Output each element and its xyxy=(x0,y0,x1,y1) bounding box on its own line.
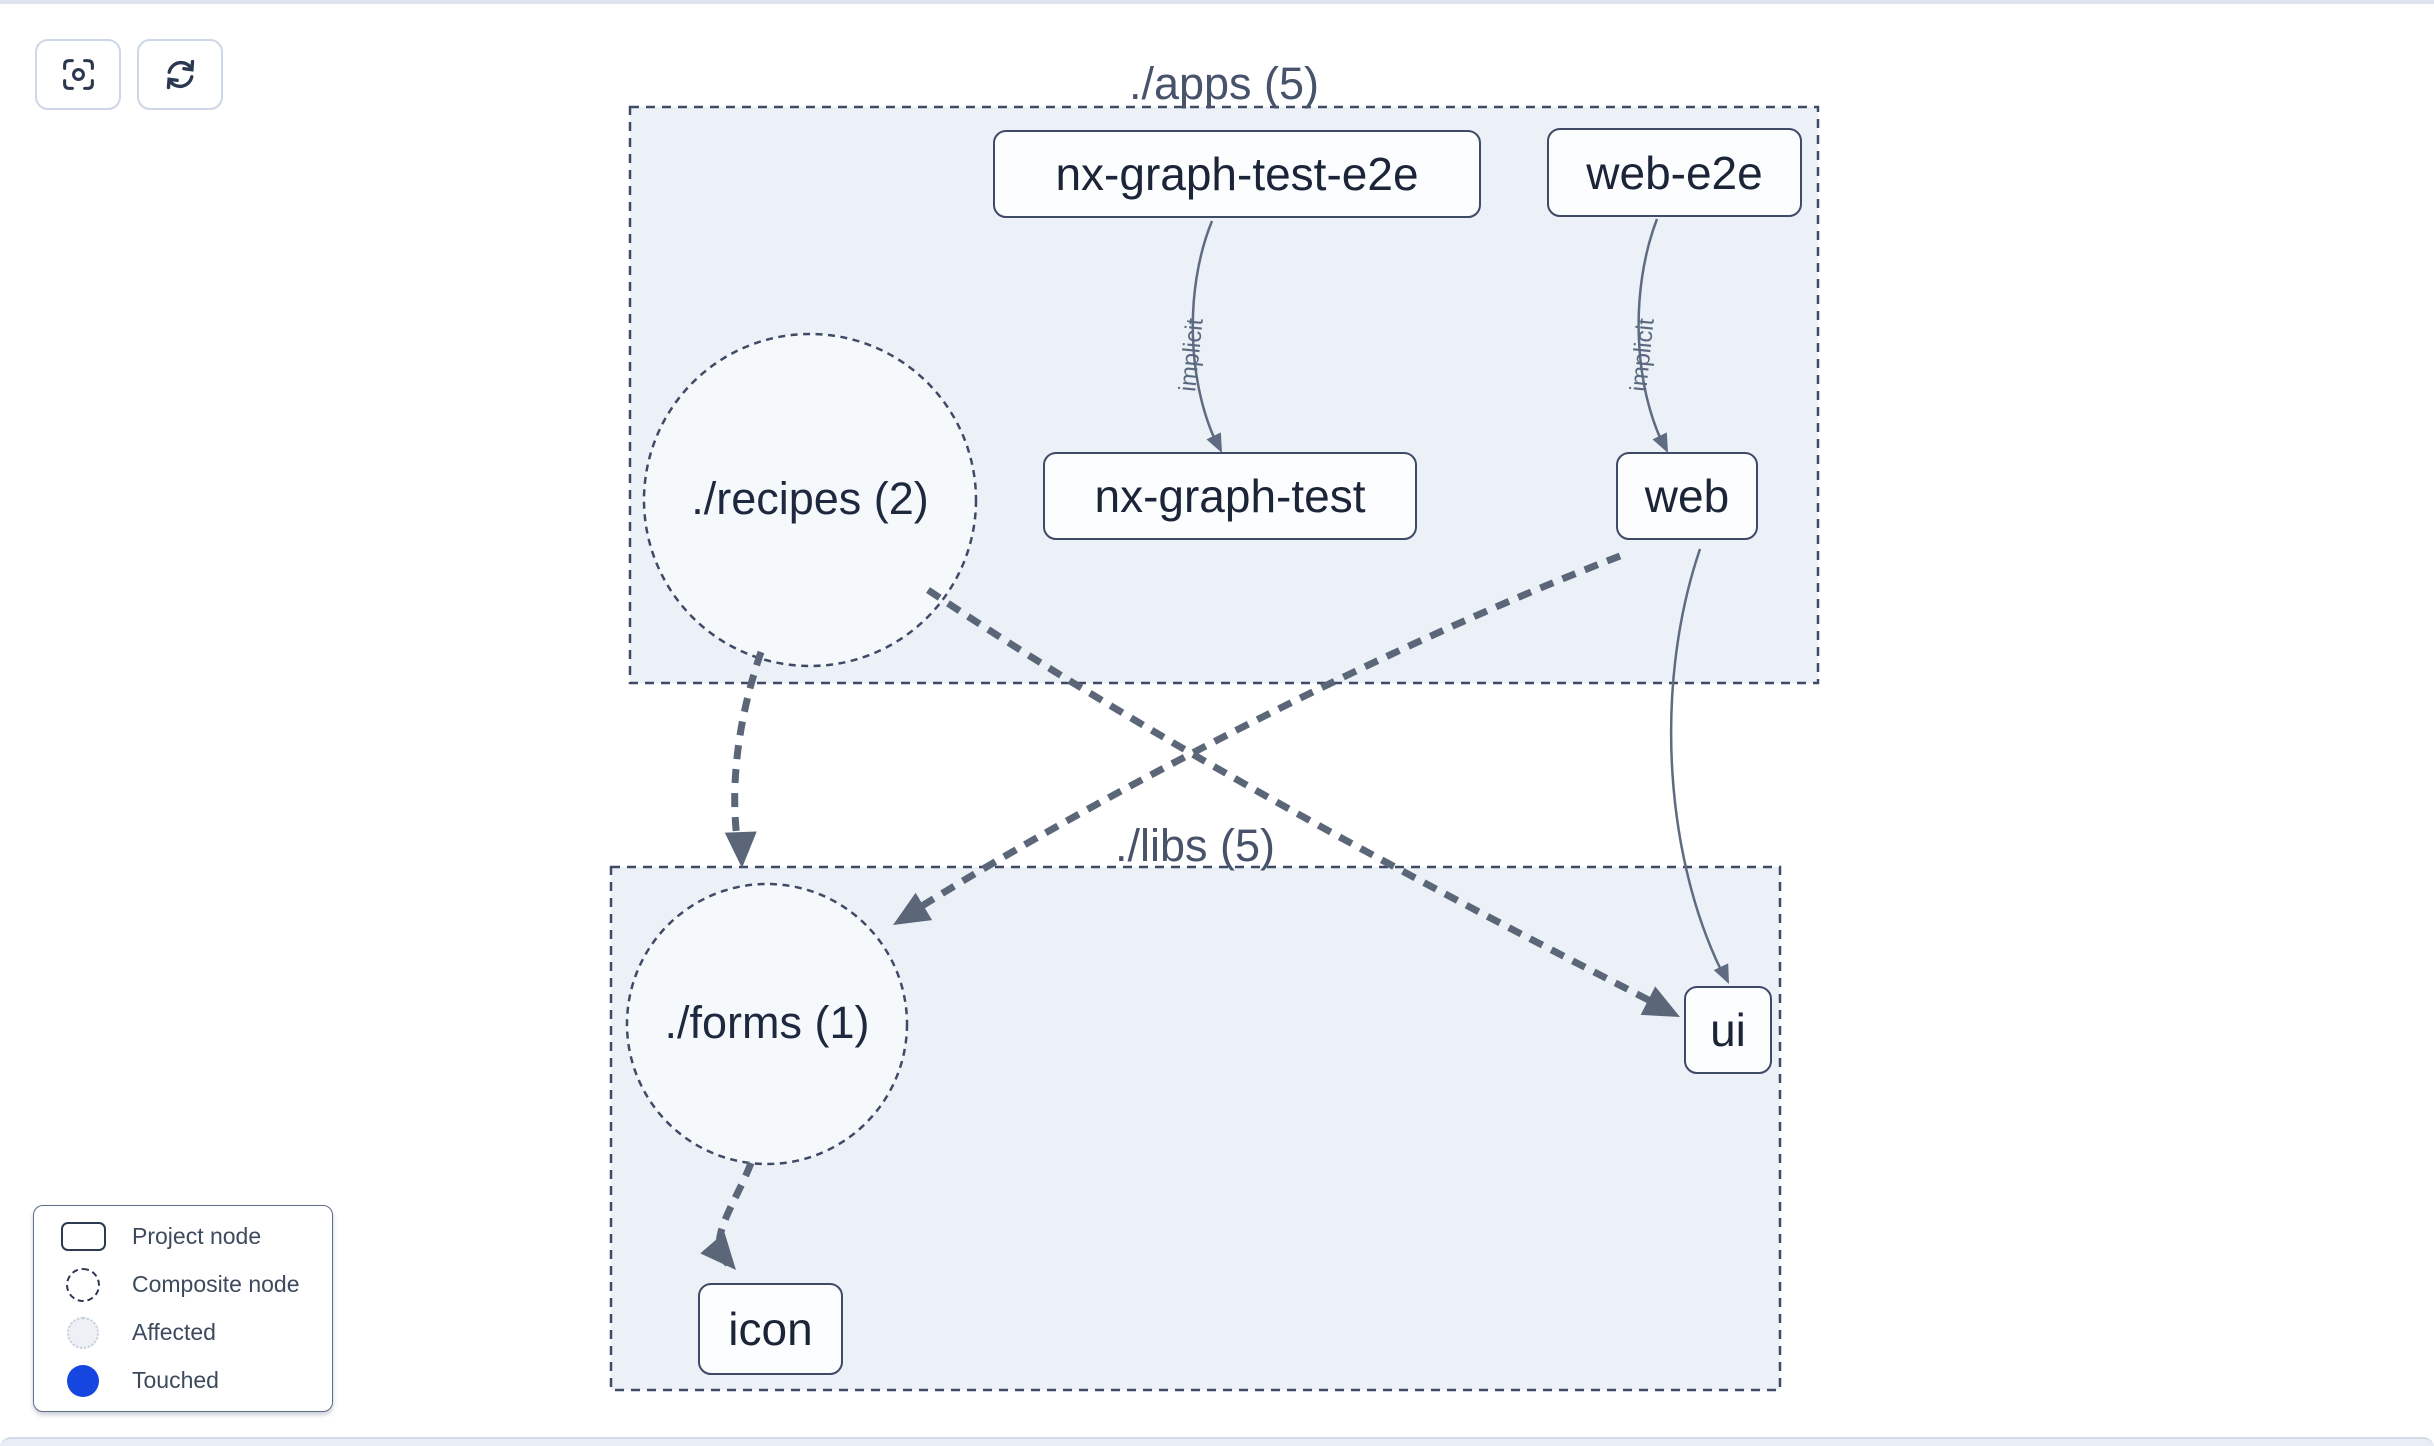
edge-web-to-forms xyxy=(901,552,1622,921)
edge-recipes-to-forms xyxy=(731,650,765,859)
project-node-marker xyxy=(60,1222,106,1251)
legend-label: Project node xyxy=(132,1223,262,1249)
project-node-nx-graph-test[interactable]: nx-graph-test xyxy=(1043,452,1417,540)
legend-label: Affected xyxy=(132,1319,216,1345)
legend-item-project-node: Project node xyxy=(34,1213,332,1261)
composite-label-recipes[interactable]: ./recipes (2) xyxy=(691,473,929,524)
project-node-nx-graph-test-e2e[interactable]: nx-graph-test-e2e xyxy=(993,130,1481,218)
arrowhead-ui-from-recipes xyxy=(1640,986,1680,1017)
project-node-icon[interactable]: icon xyxy=(698,1283,843,1375)
arrowhead-icon-from-forms xyxy=(700,1232,736,1270)
composite-node-forms[interactable] xyxy=(625,882,909,1166)
focus-graph-button[interactable] xyxy=(35,39,121,110)
edge-web-e2e-to-web xyxy=(1637,218,1667,449)
arrowhead-web xyxy=(1652,432,1668,453)
legend-item-touched: Touched xyxy=(34,1357,332,1405)
arrowhead-nx-graph-test xyxy=(1206,432,1222,453)
graph-legend: Project node Composite node Affected Tou… xyxy=(33,1205,333,1412)
arrowhead-forms-from-recipes xyxy=(724,831,757,868)
legend-item-affected: Affected xyxy=(34,1309,332,1357)
composite-label-forms[interactable]: ./forms (1) xyxy=(664,997,870,1048)
legend-item-composite-node: Composite node xyxy=(34,1261,332,1309)
composite-node-recipes[interactable] xyxy=(642,332,978,668)
edge-recipes-to-ui xyxy=(926,587,1670,1014)
edge-nx-graph-test-e2e-to-nx-graph-test xyxy=(1191,220,1221,449)
top-window-edge xyxy=(0,0,2434,4)
group-label-libs: ./libs (5) xyxy=(1114,820,1276,871)
crosshair-focus-icon xyxy=(62,59,94,90)
graph-toolbar xyxy=(35,39,223,110)
refresh-icon xyxy=(166,59,194,90)
legend-label: Composite node xyxy=(132,1271,300,1297)
refresh-graph-button[interactable] xyxy=(137,39,223,110)
bottom-panel-edge xyxy=(0,1437,2434,1446)
legend-label: Touched xyxy=(132,1367,219,1393)
edge-web-to-ui xyxy=(1669,548,1728,981)
project-node-web[interactable]: web xyxy=(1616,452,1758,540)
arrowhead-forms-from-web xyxy=(893,892,933,925)
affected-marker xyxy=(67,1316,99,1349)
touched-marker xyxy=(67,1364,99,1397)
arrowhead-ui-from-web xyxy=(1713,963,1729,984)
group-label-apps: ./apps (5) xyxy=(1128,58,1320,109)
project-node-ui[interactable]: ui xyxy=(1684,986,1772,1074)
project-node-web-e2e[interactable]: web-e2e xyxy=(1547,128,1802,217)
composite-node-marker xyxy=(66,1267,100,1302)
